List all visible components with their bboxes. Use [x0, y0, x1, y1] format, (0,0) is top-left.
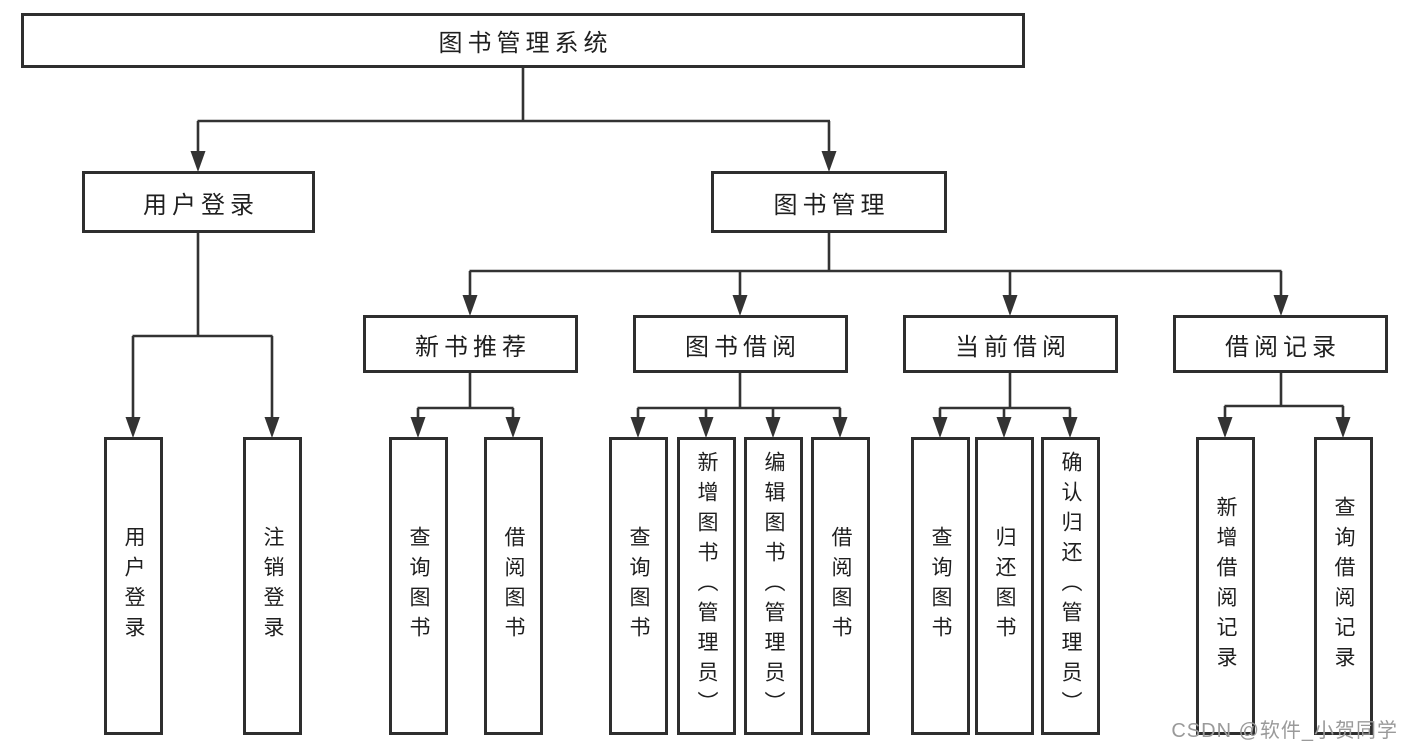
node-user-login: 用户登录	[82, 171, 315, 233]
leaf-nbr-borrow-book: 借阅图书	[484, 437, 543, 735]
node-borrow-records: 借阅记录	[1173, 315, 1388, 373]
leaf-bb-query-book: 查询图书	[609, 437, 668, 735]
arrowheads	[125, 151, 1351, 438]
csdn-watermark: CSDN @软件_小贺同学	[1171, 720, 1398, 742]
leaf-bb-add-book-admin: 新增图书（管理员）	[677, 437, 736, 735]
node-new-book-recommend: 新书推荐	[363, 315, 578, 373]
leaf-user-login: 用户登录	[104, 437, 163, 735]
leaf-cb-return-book: 归还图书	[975, 437, 1034, 735]
node-current-borrow: 当前借阅	[903, 315, 1118, 373]
leaf-br-add-record: 新增借阅记录	[1196, 437, 1255, 735]
leaf-cb-confirm-return-admin: 确认归还（管理员）	[1041, 437, 1100, 735]
leaf-logout: 注销登录	[243, 437, 302, 735]
node-book-management: 图书管理	[711, 171, 947, 233]
leaf-br-query-record: 查询借阅记录	[1314, 437, 1373, 735]
leaf-bb-edit-book-admin: 编辑图书（管理员）	[744, 437, 803, 735]
leaf-bb-borrow-book: 借阅图书	[811, 437, 870, 735]
leaf-cb-query-book: 查询图书	[911, 437, 970, 735]
node-book-borrow: 图书借阅	[633, 315, 848, 373]
leaf-nbr-query-book: 查询图书	[389, 437, 448, 735]
node-library-management-system: 图书管理系统	[21, 13, 1025, 68]
